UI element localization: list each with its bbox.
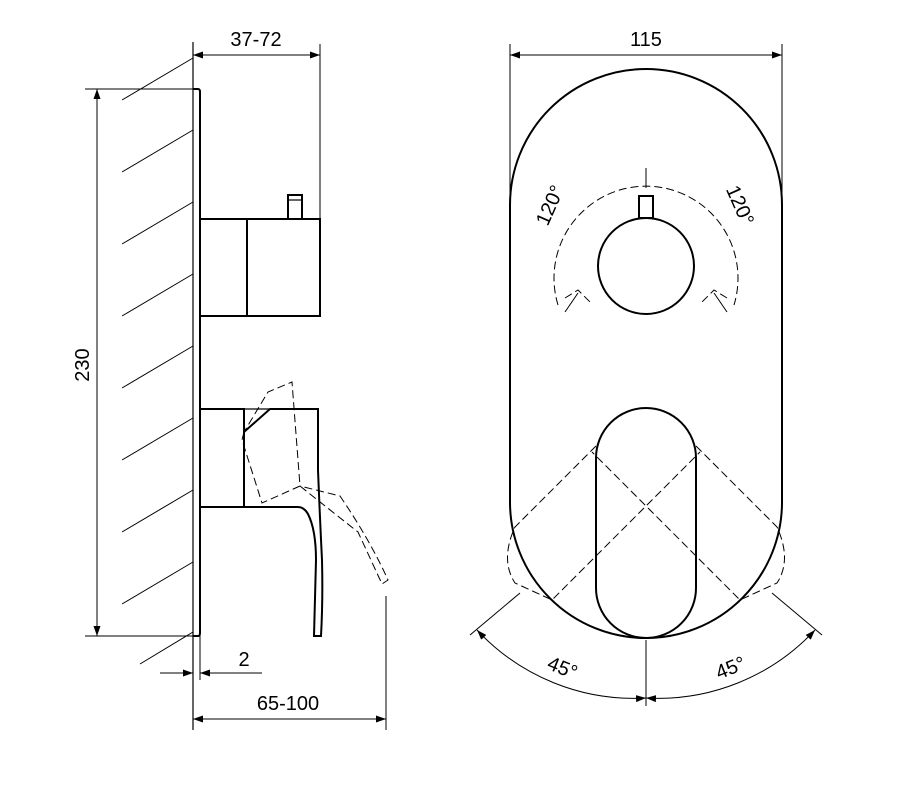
dim-plate-thickness-label: 2 — [238, 649, 249, 671]
thermostat-knob-front — [597, 195, 695, 315]
dim-projection — [193, 596, 387, 730]
thermostat-knob-side — [199, 194, 321, 317]
rotation-range-arc — [553, 168, 739, 313]
side-view: 37-72 230 2 65-100 — [72, 29, 389, 730]
dim-height — [85, 88, 193, 637]
lever-swing-right-label: 45° — [713, 653, 749, 685]
dim-height-label: 230 — [72, 348, 94, 381]
lever-rotated-outline — [241, 381, 389, 585]
dim-projection-label: 65-100 — [257, 693, 319, 715]
dim-width-label: 115 — [630, 29, 662, 51]
lever-swing-left-label: 45° — [544, 653, 580, 685]
front-cover-plate — [509, 68, 783, 639]
wall-hatching — [121, 57, 194, 665]
lever-handle-front — [595, 407, 697, 639]
dim-depth — [193, 44, 321, 219]
front-view: 120° 120° 115 45° 45° — [469, 29, 823, 706]
rotation-right-label: 120° — [721, 182, 758, 229]
rotation-left-label: 120° — [532, 182, 569, 229]
dim-plate-thickness — [160, 636, 262, 680]
dim-depth-label: 37-72 — [230, 29, 281, 51]
cover-plate — [193, 88, 201, 637]
lever-handle-side — [199, 408, 324, 637]
lever-swing-outline — [507, 445, 785, 601]
lever-swing-arc — [469, 592, 823, 706]
dim-width — [509, 44, 783, 200]
